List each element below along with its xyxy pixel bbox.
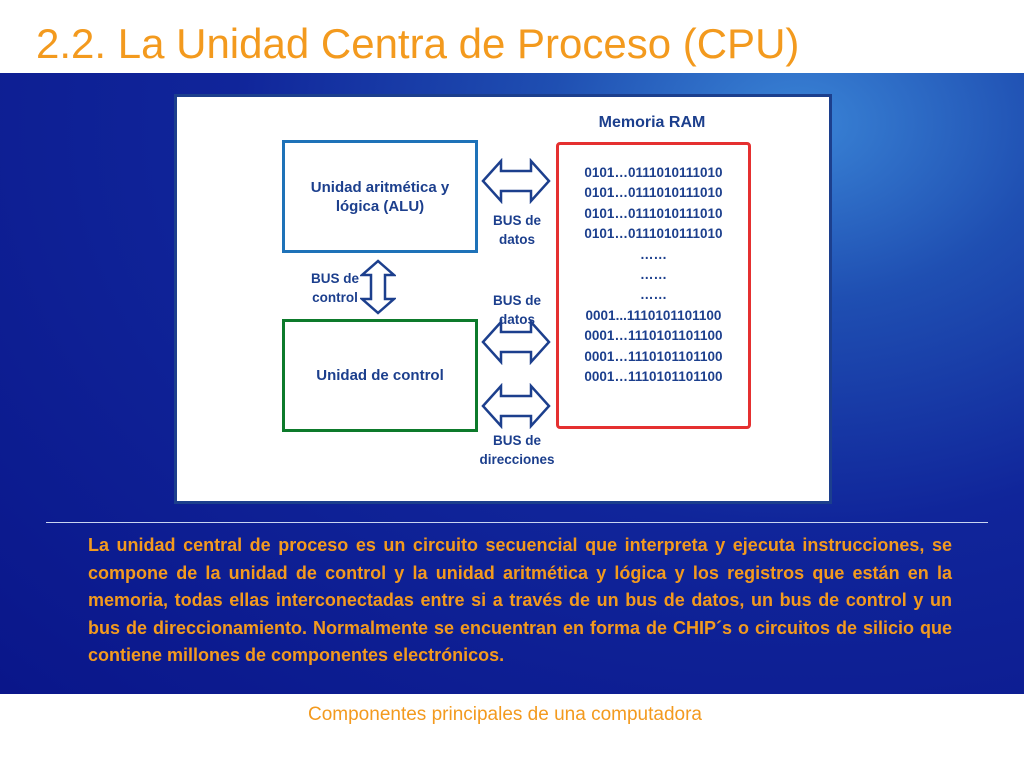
control-bus-arrow <box>360 259 396 315</box>
bus-control-label: BUS de control <box>310 271 359 305</box>
control-unit-label: Unidad de control <box>316 367 444 384</box>
ram-line: 0001...1110101101100 <box>585 307 722 323</box>
ram-line: 0101…0111010111010 <box>584 205 723 221</box>
ram-line: …… <box>640 267 667 283</box>
ram-line: 0101…0111010111010 <box>584 165 723 180</box>
description-paragraph: La unidad central de proceso es un circu… <box>88 535 952 666</box>
bus-datos-label-1: BUS de datos <box>492 213 541 247</box>
cpu-diagram: Unidad aritmética y lógica (ALU) Unidad … <box>174 94 832 504</box>
alu-label: Unidad aritmética y lógica (ALU) <box>310 178 450 215</box>
alu-box: Unidad aritmética y lógica (ALU) <box>282 140 478 253</box>
ram-line: 0101…0111010111010 <box>584 226 723 242</box>
ram-line: 0101…0111010111010 <box>584 185 723 201</box>
ram-title: Memoria RAM <box>598 114 706 131</box>
slide-title: 2.2. La Unidad Centra de Proceso (CPU) <box>36 20 800 67</box>
ram-line: 0001…1110101101100 <box>584 348 723 364</box>
ram-box: 0101…0111010111010 0101…0111010111010 01… <box>556 142 751 429</box>
data-bus-arrow-2 <box>481 319 551 365</box>
ram-line: …… <box>640 287 667 303</box>
ram-line: 0001…1110101101100 <box>584 369 723 385</box>
control-unit-box: Unidad de control <box>282 319 478 432</box>
ram-line: …… <box>640 246 667 262</box>
bus-datos-label-2: BUS de datos <box>492 293 541 327</box>
divider-line <box>46 522 988 523</box>
address-bus-arrow <box>481 383 551 429</box>
slide-caption: Componentes principales de una computado… <box>308 704 702 725</box>
bus-direcciones-label: BUS de direcciones <box>479 433 555 467</box>
ram-line: 0001…1110101101100 <box>584 328 723 344</box>
data-bus-arrow-1 <box>481 158 551 204</box>
